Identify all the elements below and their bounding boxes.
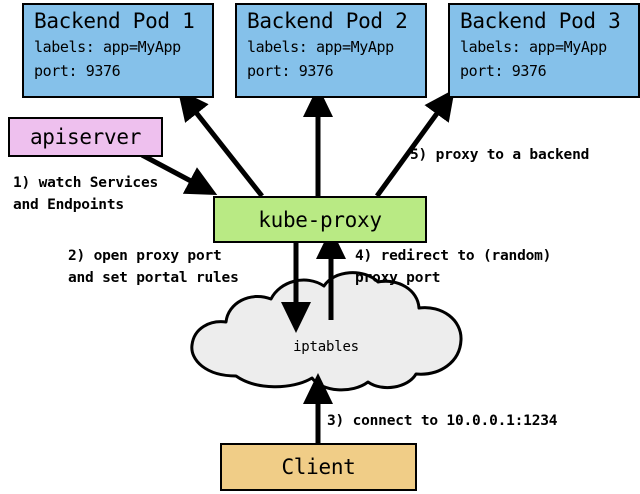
backend-pod-2: Backend Pod 2 labels: app=MyApp port: 93…	[235, 3, 427, 98]
kube-proxy-node: kube-proxy	[213, 196, 427, 243]
annotation-step-1-line-1: 1) watch Services	[13, 175, 159, 191]
iptables-label: iptables	[293, 339, 359, 355]
annotation-step-1-line-2: and Endpoints	[13, 197, 124, 213]
arrow-kubeproxy-to-pod3	[374, 88, 455, 198]
client-node: Client	[220, 443, 417, 491]
apiserver-label: apiserver	[29, 125, 142, 149]
annotation-step-4-line-1: 4) redirect to (random)	[355, 248, 552, 264]
pod-title: Backend Pod 1	[34, 9, 195, 33]
backend-pod-1: Backend Pod 1 labels: app=MyApp port: 93…	[22, 3, 214, 98]
pod-port: port: 9376	[34, 62, 121, 80]
annotation-step-3-line-1: 3) connect to 10.0.0.1:1234	[327, 413, 558, 429]
annotation-step-4-line-2: proxy port	[355, 270, 441, 286]
annotation-step-2: 2) open proxy port and set portal rules	[68, 245, 239, 289]
kube-proxy-label: kube-proxy	[258, 207, 382, 232]
apiserver-node: apiserver	[8, 117, 163, 157]
pod-labels: labels: app=MyApp	[34, 38, 181, 56]
pod-labels: labels: app=MyApp	[460, 38, 607, 56]
arrow-apiserver-to-kubeproxy	[140, 152, 218, 196]
annotation-step-2-line-1: 2) open proxy port	[68, 248, 222, 264]
annotation-step-5: 5) proxy to a backend	[410, 144, 589, 166]
pod-port: port: 9376	[460, 62, 547, 80]
annotation-step-2-line-2: and set portal rules	[68, 270, 239, 286]
annotation-step-4: 4) redirect to (random) proxy port	[355, 245, 551, 289]
backend-pod-3: Backend Pod 3 labels: app=MyApp port: 93…	[448, 3, 640, 98]
pod-labels: labels: app=MyApp	[247, 38, 394, 56]
pod-port: port: 9376	[247, 62, 334, 80]
client-label: Client	[281, 455, 356, 479]
arrow-kubeproxy-to-pod1	[177, 89, 264, 198]
pod-title: Backend Pod 3	[460, 9, 621, 33]
annotation-step-1: 1) watch Services and Endpoints	[13, 172, 158, 216]
annotation-step-3: 3) connect to 10.0.0.1:1234	[327, 410, 558, 432]
iptables-cloud	[190, 271, 463, 392]
pod-title: Backend Pod 2	[247, 9, 408, 33]
annotation-step-5-line-1: 5) proxy to a backend	[410, 147, 590, 163]
